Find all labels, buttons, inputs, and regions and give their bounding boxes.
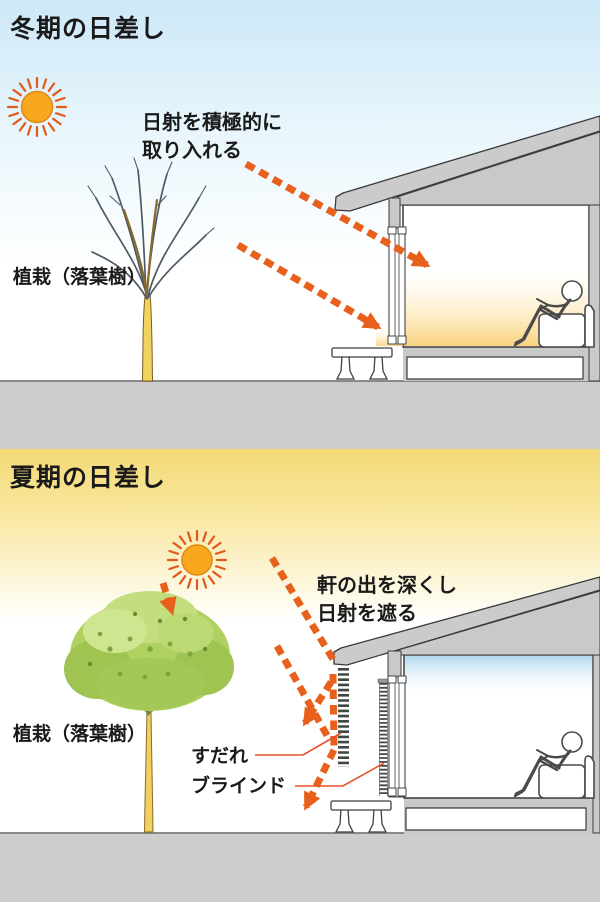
person-sitting — [513, 731, 595, 799]
sun-icon — [6, 76, 68, 138]
roof-eave — [334, 115, 600, 212]
summer-annotation-line2: 日射を遮る — [317, 603, 417, 626]
summer-sun-rays — [159, 556, 338, 811]
sudare-label: すだれ — [191, 746, 249, 767]
winter-scene — [0, 0, 600, 449]
right-wall — [592, 654, 600, 834]
ray-along-sudare — [329, 673, 338, 748]
winter-annotation: 日射を積極的に 取り入れる — [142, 109, 282, 166]
winter-panel: 冬期の日差し 日射を積極的に 取り入れる 植栽（落葉樹） — [0, 0, 600, 449]
summer-tree — [64, 591, 234, 833]
summer-tree-label: 植栽（落葉樹） — [13, 724, 147, 745]
sun-ray-arrow-upper — [244, 160, 431, 269]
summer-annotation-line1: 軒の出を深くし — [317, 575, 457, 597]
sudare-leader-line — [255, 732, 342, 756]
foliage — [64, 591, 234, 711]
deep-roof-eave — [333, 576, 600, 666]
sun-icon — [166, 529, 228, 591]
bench — [331, 347, 393, 380]
sun-ray-into-tree — [159, 581, 177, 616]
leader-lines — [255, 732, 385, 787]
ground — [0, 380, 600, 449]
winter-annotation-line1: 日射を積極的に — [142, 112, 282, 134]
summer-annotation: 軒の出を深くし 日射を遮る — [317, 572, 457, 629]
blind-label: ブラインド — [191, 776, 287, 797]
blind-leader-line — [295, 762, 385, 787]
summer-title: 夏期の日差し — [10, 464, 167, 492]
sun-ray-arrow-lower — [236, 241, 382, 331]
house-section — [333, 576, 600, 834]
sun-ray-to-eave — [269, 556, 337, 663]
summer-scene — [0, 449, 600, 902]
crawl-space — [406, 356, 584, 380]
ground — [0, 832, 600, 902]
winter-annotation-line2: 取り入れる — [142, 140, 242, 163]
summer-panel: 夏期の日差し 軒の出を深くし 日射を遮る 植栽（落葉樹） すだれ ブラインド — [0, 449, 600, 902]
wall-post — [388, 197, 401, 230]
cool-interior-glow — [405, 656, 592, 698]
winter-tree-label: 植栽（落葉樹） — [13, 267, 147, 288]
ray-deflected-at-eave — [302, 680, 334, 727]
ray-deflected-down — [302, 748, 338, 811]
sun-ray-to-sudare — [273, 644, 333, 741]
right-wall — [588, 204, 600, 382]
window — [387, 675, 407, 798]
winter-tree — [87, 157, 215, 382]
wall-post — [387, 650, 402, 679]
crawl-space — [405, 807, 587, 831]
winter-title: 冬期の日差し — [10, 15, 167, 43]
person-sitting — [513, 280, 595, 348]
bench — [330, 800, 392, 833]
winter-sun-rays — [236, 160, 431, 331]
